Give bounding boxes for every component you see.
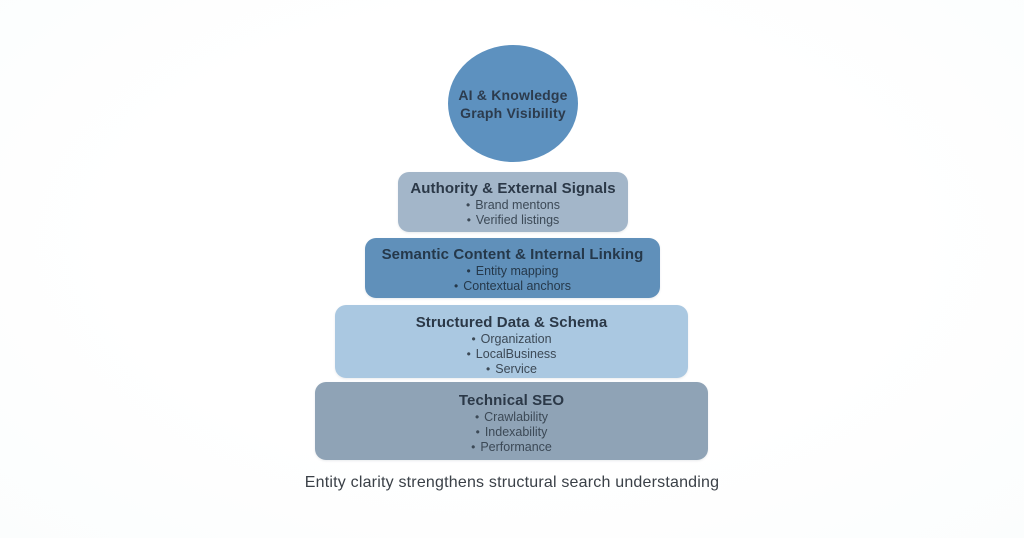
tier-technical-seo: Technical SEO • Crawlability • Indexabil…: [315, 382, 708, 460]
apex-label-line-1: AI & Knowledge: [458, 86, 568, 103]
bullet-label: Verified listings: [475, 213, 560, 227]
bullet-item: • LocalBusiness: [467, 347, 557, 362]
bullet-dot-icon: •: [471, 440, 476, 454]
bullet-dot-icon: •: [486, 362, 491, 376]
bullet-dot-icon: •: [454, 279, 459, 293]
bullet-label: Contextual anchors: [463, 279, 571, 293]
bullet-label: Brand mentons: [475, 198, 560, 212]
bullet-dot-icon: •: [466, 264, 471, 278]
bullet-label: Service: [495, 362, 537, 376]
tier-title: Technical SEO: [458, 392, 565, 409]
diagram-caption: Entity clarity strengthens structural se…: [304, 474, 720, 491]
bullet-item: • Entity mapping: [467, 264, 559, 279]
bullet-label: Entity mapping: [475, 264, 559, 278]
bullet-item: • Verified listings: [467, 213, 560, 228]
bullet-dot-icon: •: [466, 213, 471, 227]
bullet-dot-icon: •: [475, 425, 480, 439]
bullet-item: • Service: [486, 362, 537, 377]
bullet-dot-icon: •: [471, 332, 476, 346]
bullet-label: Organization: [480, 332, 552, 346]
tier-authority-external-signals: Authority & External Signals • Brand men…: [398, 172, 628, 232]
bullet-item: • Brand mentons: [466, 198, 560, 213]
bullet-item: • Contextual anchors: [454, 279, 571, 294]
apex-circle-ai-knowledge-graph: AI & Knowledge Graph Visibility: [448, 45, 578, 162]
tier-title: Structured Data & Schema: [415, 314, 608, 331]
bullet-item: • Indexability: [476, 425, 548, 440]
bullet-item: • Organization: [471, 332, 551, 347]
bullet-label: Performance: [480, 440, 552, 454]
bullet-label: Indexability: [484, 425, 548, 439]
tier-title: Semantic Content & Internal Linking: [381, 246, 644, 263]
bullet-item: • Crawlability: [475, 410, 548, 425]
bullet-dot-icon: •: [474, 410, 480, 424]
tier-title: Authority & External Signals: [410, 180, 616, 197]
apex-label-line-2: Graph Visibility: [460, 104, 566, 121]
tier-semantic-content-internal-linking: Semantic Content & Internal Linking • En…: [365, 238, 660, 298]
tier-structured-data-schema: Structured Data & Schema • Organization …: [335, 305, 688, 378]
bullet-item: • Performance: [471, 440, 552, 455]
bullet-label: LocalBusiness: [475, 347, 557, 361]
bullet-dot-icon: •: [466, 198, 471, 212]
bullet-dot-icon: •: [466, 347, 471, 361]
bullet-label: Crawlability: [484, 410, 549, 424]
